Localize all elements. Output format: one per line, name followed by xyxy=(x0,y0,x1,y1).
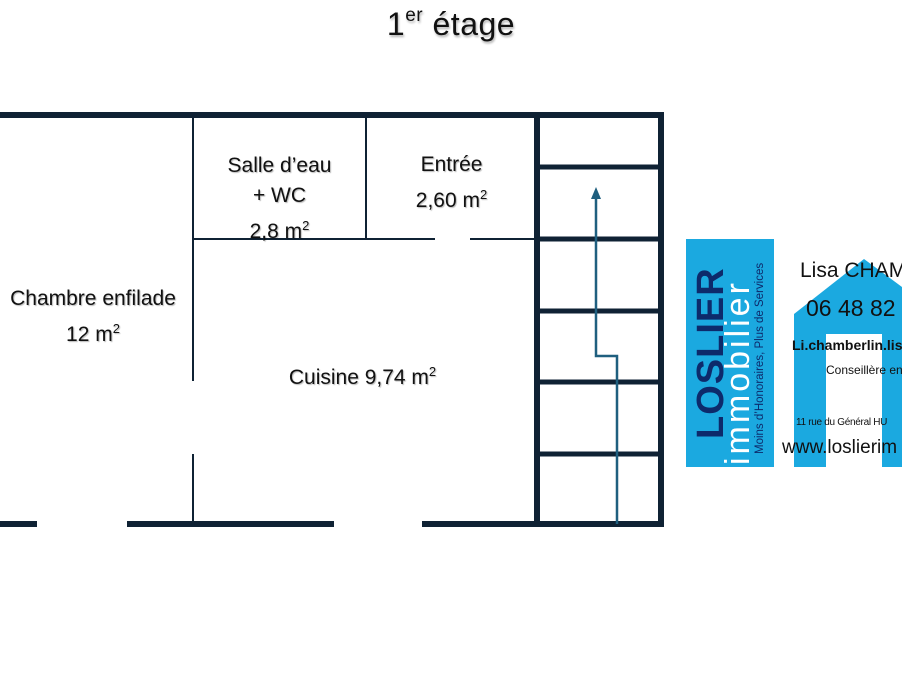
agency-card: LOSLIER immobilier Moins d’Honoraires, P… xyxy=(686,239,902,467)
plan-title: 1er étage xyxy=(386,5,516,42)
agent-phone: 06 48 82 xyxy=(806,295,896,321)
agency-brand-panel xyxy=(686,239,754,467)
agency-brand-sub: immobilier xyxy=(719,280,757,465)
room-chambre-name: Chambre enfilade xyxy=(10,287,176,310)
stair-arrow-head xyxy=(591,187,601,199)
stair-arrow-line xyxy=(594,196,619,524)
room-salle-eau: Salle d’eau + WC 2,8 m2 xyxy=(193,151,366,247)
room-cuisine: Cuisine 9,74 m2 xyxy=(288,364,437,389)
room-cuisine-name: Cuisine 9,74 m xyxy=(288,366,429,389)
agency-contact-panel: Lisa CHAM 06 48 82 Li.chamberlin.lis Con… xyxy=(774,239,902,467)
room-salle-eau-line1: Salle d’eau xyxy=(227,154,332,177)
agent-role: Conseillère en xyxy=(826,363,902,377)
agent-name: Lisa CHAM xyxy=(800,259,902,282)
agency-website: www.loslierim xyxy=(782,437,898,458)
house-logo-icon xyxy=(774,239,902,467)
room-salle-eau-line2: + WC xyxy=(252,184,307,207)
room-chambre-area: 12 m xyxy=(66,323,113,346)
agency-address: 11 rue du Général HU xyxy=(796,417,888,428)
room-salle-eau-area: 2,8 m xyxy=(249,220,303,243)
agency-tagline: Moins d’Honoraires, Plus de Services xyxy=(754,262,766,454)
room-chambre: Chambre enfilade 12 m2 xyxy=(0,284,198,350)
room-entree-name: Entrée xyxy=(420,153,483,176)
agent-email: Li.chamberlin.lis xyxy=(792,337,902,353)
room-entree: Entrée 2,60 m2 xyxy=(366,150,537,216)
room-entree-area: 2,60 m xyxy=(415,189,480,212)
